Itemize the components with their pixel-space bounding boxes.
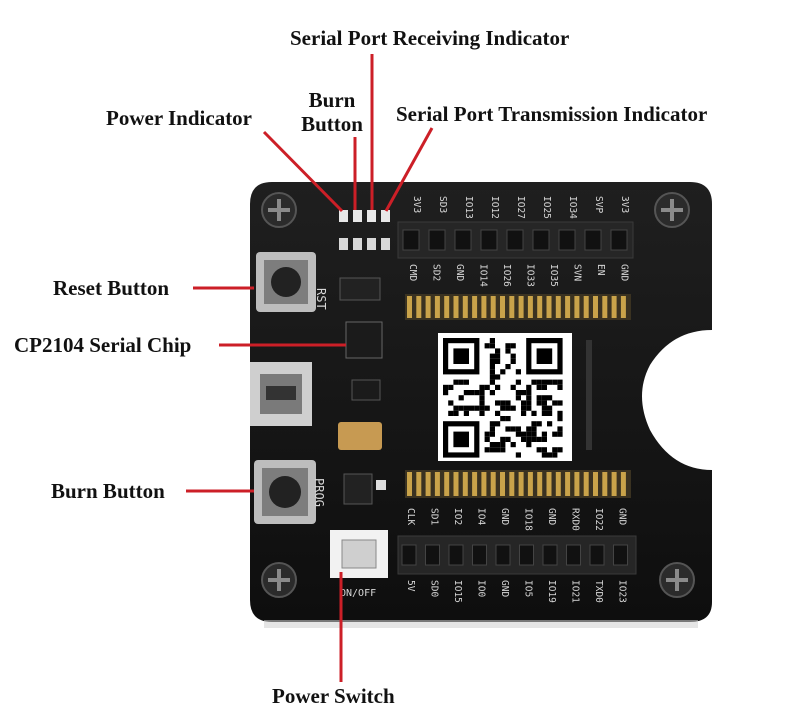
pin-label: IO33	[525, 264, 536, 287]
pin-label: SD2	[431, 264, 442, 281]
pin-label: IO0	[476, 580, 487, 597]
pin-label: IO34	[567, 196, 578, 219]
mounting-screw-icon	[261, 192, 297, 228]
bottom-pin-labels-upper: CLK SD1 IO2 IO4 GND IO18 GND RXD0 IO22 GND	[405, 508, 628, 531]
pin-label: GND	[617, 508, 628, 525]
capacitor	[338, 422, 382, 450]
pin-label: IO4	[476, 508, 487, 525]
silk-prog: PROG	[312, 478, 326, 507]
pin-label: IO21	[570, 580, 581, 603]
label-serial-transmission-indicator: Serial Port Transmission Indicator	[396, 102, 708, 126]
pin-label: CLK	[405, 508, 416, 525]
pin-label: GND	[619, 264, 630, 281]
silk-rst: RST	[314, 288, 328, 310]
label-power-indicator: Power Indicator	[106, 106, 253, 130]
pin-label: 3V3	[619, 196, 630, 213]
pin-label: SD1	[429, 508, 440, 525]
power-switch-part	[330, 530, 388, 578]
pin-label: SD0	[429, 580, 440, 597]
pin-label: 5V	[405, 580, 416, 592]
mounting-screw-icon	[659, 562, 695, 598]
top-pin-labels-upper: 3V3 SD3 IO13 IO12 IO27 IO25 IO34 SVP 3V3	[411, 196, 630, 219]
micro-usb-port	[250, 362, 312, 426]
pin-label: IO27	[515, 196, 526, 219]
pin-label: IO2	[452, 508, 463, 525]
pin-label: 3V3	[411, 196, 422, 213]
pin-label: CMD	[407, 264, 418, 281]
pin-label: IO12	[489, 196, 500, 219]
mounting-screw-icon	[261, 562, 297, 598]
bottom-pin-header	[397, 535, 637, 575]
bottom-pin-labels-lower: 5V SD0 IO15 IO0 GND IO5 IO19 IO21 TXD0 IO23	[405, 580, 628, 603]
label-burn-button-left: Burn Button	[51, 479, 165, 503]
qr-code	[438, 333, 572, 461]
pin-label: IO18	[523, 508, 534, 531]
pin-label: IO22	[593, 508, 604, 531]
silk-onoff: ON/OFF	[340, 588, 376, 599]
pin-label: IO35	[548, 264, 559, 287]
label-reset-button: Reset Button	[53, 276, 170, 300]
pin-label: SD3	[437, 196, 448, 213]
pin-label: RXD0	[570, 508, 581, 531]
pin-label: TXD0	[593, 580, 604, 603]
pin-label: GND	[546, 508, 557, 525]
leader-lines	[186, 54, 434, 682]
pin-label: IO26	[501, 264, 512, 287]
bottom-contact-strip	[405, 470, 631, 498]
label-serial-receiving-indicator: Serial Port Receiving Indicator	[290, 26, 570, 50]
prog-button-part	[254, 460, 316, 524]
pin-label: IO25	[541, 196, 552, 219]
pin-label: IO13	[463, 196, 474, 219]
label-burn-button-top: Burn Button	[301, 88, 363, 136]
label-power-switch: Power Switch	[272, 684, 395, 708]
pin-label: IO15	[452, 580, 463, 603]
pin-label: SVN	[572, 264, 583, 281]
pin-label: GND	[454, 264, 465, 281]
top-pin-header	[397, 221, 634, 259]
pin-label: SVP	[593, 196, 604, 213]
pin-label: IO19	[546, 580, 557, 603]
reset-button-part	[256, 252, 316, 312]
pin-label: IO14	[478, 264, 489, 287]
label-cp2104-serial-chip: CP2104 Serial Chip	[14, 333, 192, 357]
cp2104-chip	[345, 321, 383, 359]
top-pin-labels-lower: CMD SD2 GND IO14 IO26 IO33 IO35 SVN EN GND	[407, 264, 630, 287]
pin-label: IO5	[523, 580, 534, 597]
pin-label: EN	[595, 264, 606, 276]
led-indicators	[339, 210, 390, 250]
pin-label: IO23	[617, 580, 628, 603]
top-contact-strip	[405, 294, 631, 320]
mounting-screw-icon	[654, 192, 690, 228]
pin-label: GND	[499, 508, 510, 525]
pin-label: GND	[499, 580, 510, 597]
